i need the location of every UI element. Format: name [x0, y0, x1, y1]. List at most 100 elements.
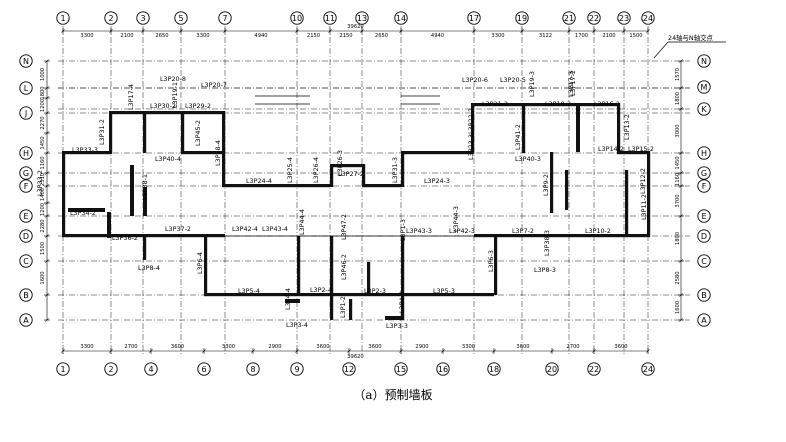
wall-panel [297, 293, 401, 297]
panel-label: L3P3-3 [386, 322, 408, 330]
axis-bubble-right [697, 313, 711, 327]
axis-bubble-top [290, 11, 304, 25]
axis-bubble-top-text: 11 [325, 14, 335, 23]
panel-label: L3P31-3 [391, 157, 399, 183]
dim-slash [679, 151, 683, 155]
panel-label: L3P38-3 [543, 230, 551, 256]
axis-bubble-left [19, 229, 33, 243]
dim-slash [61, 349, 65, 353]
axis-bubble-left [19, 81, 33, 95]
dim-slash [149, 349, 153, 353]
dim-slash [492, 349, 496, 353]
axis-bubble-top [104, 11, 118, 25]
dim-slash [45, 96, 49, 100]
dim-slash [472, 29, 476, 33]
dim-slash [109, 349, 113, 353]
dim-slash [646, 349, 650, 353]
dim-value: 3300 [462, 344, 475, 350]
axis-bubble-right [697, 80, 711, 94]
dim-value: 1600 [675, 301, 681, 314]
axis-bubble-top [174, 11, 188, 25]
panel-label: L3P27-2 [338, 170, 364, 178]
dim-slash [295, 349, 299, 353]
panel-label: L3P40-4 [155, 155, 181, 163]
axis-bubble-top-text: 23 [619, 14, 629, 23]
panel-label: L3P10-2 [585, 227, 611, 235]
axis-bubble-right-text: B [701, 291, 707, 300]
axis-bubble-left [19, 166, 33, 180]
axis-bubble-right [697, 288, 711, 302]
axis-bubble-left [19, 254, 33, 268]
panel-label: L3P31-2 [98, 119, 106, 145]
wall-panel [401, 293, 494, 297]
axis-bubble-top-text: 13 [357, 14, 367, 23]
dim-value: 1200 [40, 99, 46, 112]
axis-bubble-right-text: E [701, 212, 706, 221]
axis-bubble-bottom [436, 362, 450, 376]
dim-slash [679, 86, 683, 90]
dim-slash [109, 29, 113, 33]
axis-bubble-right-text: D [701, 232, 707, 241]
dim-value: 3122 [539, 33, 552, 39]
dim-slash [45, 293, 49, 297]
wall-panel [62, 152, 66, 236]
dim-slash [646, 29, 650, 33]
axis-bubble-left-text: H [23, 149, 29, 158]
dim-value: 1600 [40, 271, 46, 284]
dim-slash [679, 107, 683, 111]
axis-bubble-top [355, 11, 369, 25]
wall-panel [617, 151, 650, 155]
panel-label: L3P4-3 [398, 291, 406, 313]
dim-value: 1500 [629, 33, 642, 39]
panel-label: L3P17-4 [127, 84, 135, 110]
dim-slash [45, 201, 49, 205]
axis-bubble-bottom-text: 1 [60, 365, 65, 374]
panel-label: L3P36-2 [112, 234, 138, 242]
dim-slash [45, 214, 49, 218]
axis-bubble-left-text: N [23, 57, 29, 66]
axis-bubble-left-text: C [23, 257, 29, 266]
axis-bubble-bottom [104, 362, 118, 376]
axis-bubble-left [19, 313, 33, 327]
axis-bubble-top-text: 2 [108, 14, 113, 23]
dim-total: 39620 [347, 354, 364, 360]
axis-bubble-top [56, 11, 70, 25]
axis-bubble-bottom [290, 362, 304, 376]
wall-panel [617, 103, 621, 153]
axis-bubble-top-text: 7 [222, 14, 227, 23]
dim-value: 1800 [40, 86, 46, 99]
dim-value: 2580 [675, 271, 681, 284]
dim-slash [45, 184, 49, 188]
axis-bubble-left [19, 179, 33, 193]
axis-bubble-right-text: H [701, 149, 707, 158]
dim-slash [45, 171, 49, 175]
dim-value: 4940 [431, 33, 444, 39]
panel-label: L3P24-4 [246, 177, 272, 185]
axis-bubble-top-text: 1 [60, 14, 65, 23]
panel-label: L3P3-4 [286, 321, 308, 329]
wall-panel [550, 152, 554, 213]
panel-label: L3P2-4 [310, 286, 332, 294]
dim-slash [141, 29, 145, 33]
panel-label: L3P8-3 [534, 266, 556, 274]
dim-value: 2150 [307, 33, 320, 39]
panel-label: L3P5-4 [238, 287, 260, 295]
axis-bubble-left-text: A [23, 316, 29, 325]
panel-label: L3P20-8 [160, 75, 186, 83]
dim-value: 3300 [491, 33, 504, 39]
panel-label: L3P42-4 [232, 225, 258, 233]
dim-value: 3600 [368, 344, 381, 350]
panel-label: L3P28-4 [214, 140, 222, 166]
axis-bubble-bottom-text: 4 [148, 365, 153, 374]
axis-bubble-top [587, 11, 601, 25]
dim-slash [679, 318, 683, 322]
panel-label: L3P15-2 [628, 145, 654, 153]
wall-panel [330, 164, 334, 187]
wall-panel [297, 184, 330, 188]
wall-panel [625, 170, 629, 236]
dim-slash [679, 259, 683, 263]
wall-panel [181, 113, 185, 153]
axis-bubble-right [697, 229, 711, 243]
